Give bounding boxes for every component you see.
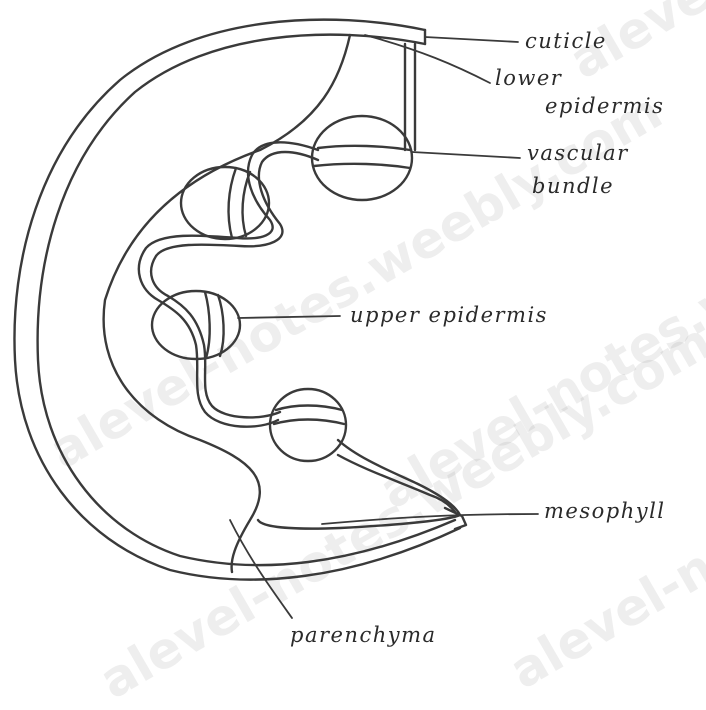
leader-line-vascular-bundle <box>412 152 520 158</box>
leaf-cross-section-diagram: alevel-notes.weebly.com alevel-notes.wee… <box>0 0 706 664</box>
parenchyma-boundary <box>104 35 350 572</box>
label-upper-epidermis: upper epidermis <box>350 303 548 327</box>
cuticle-outer-outline <box>14 20 460 580</box>
upper-epidermis-outline <box>139 142 318 426</box>
leader-line-cuticle <box>425 37 518 42</box>
upper-epidermis-inner-outline <box>151 152 318 417</box>
vascular-bundle-4 <box>270 389 346 461</box>
label-parenchyma: parenchyma <box>290 623 437 647</box>
vascular-bundle-2 <box>181 167 269 239</box>
label-lower-epidermis-line1: lower <box>495 66 562 90</box>
label-lower-epidermis-line2: epidermis <box>545 94 664 118</box>
leader-line-mesophyll <box>322 514 538 524</box>
leader-line-upper-epidermis <box>238 316 340 318</box>
mesophyll-lobe-outline <box>258 440 460 529</box>
label-cuticle: cuticle <box>525 29 607 53</box>
leader-line-lower-epidermis <box>365 35 490 83</box>
lower-epidermis-outline <box>38 35 455 566</box>
leader-line-parenchyma <box>230 520 292 618</box>
label-mesophyll: mesophyll <box>544 499 666 523</box>
vascular-bundle-1 <box>312 116 412 200</box>
label-vascular-bundle-line1: vascular <box>527 141 629 165</box>
label-vascular-bundle-line2: bundle <box>532 174 614 198</box>
mesophyll-lobe-inner <box>338 455 455 512</box>
